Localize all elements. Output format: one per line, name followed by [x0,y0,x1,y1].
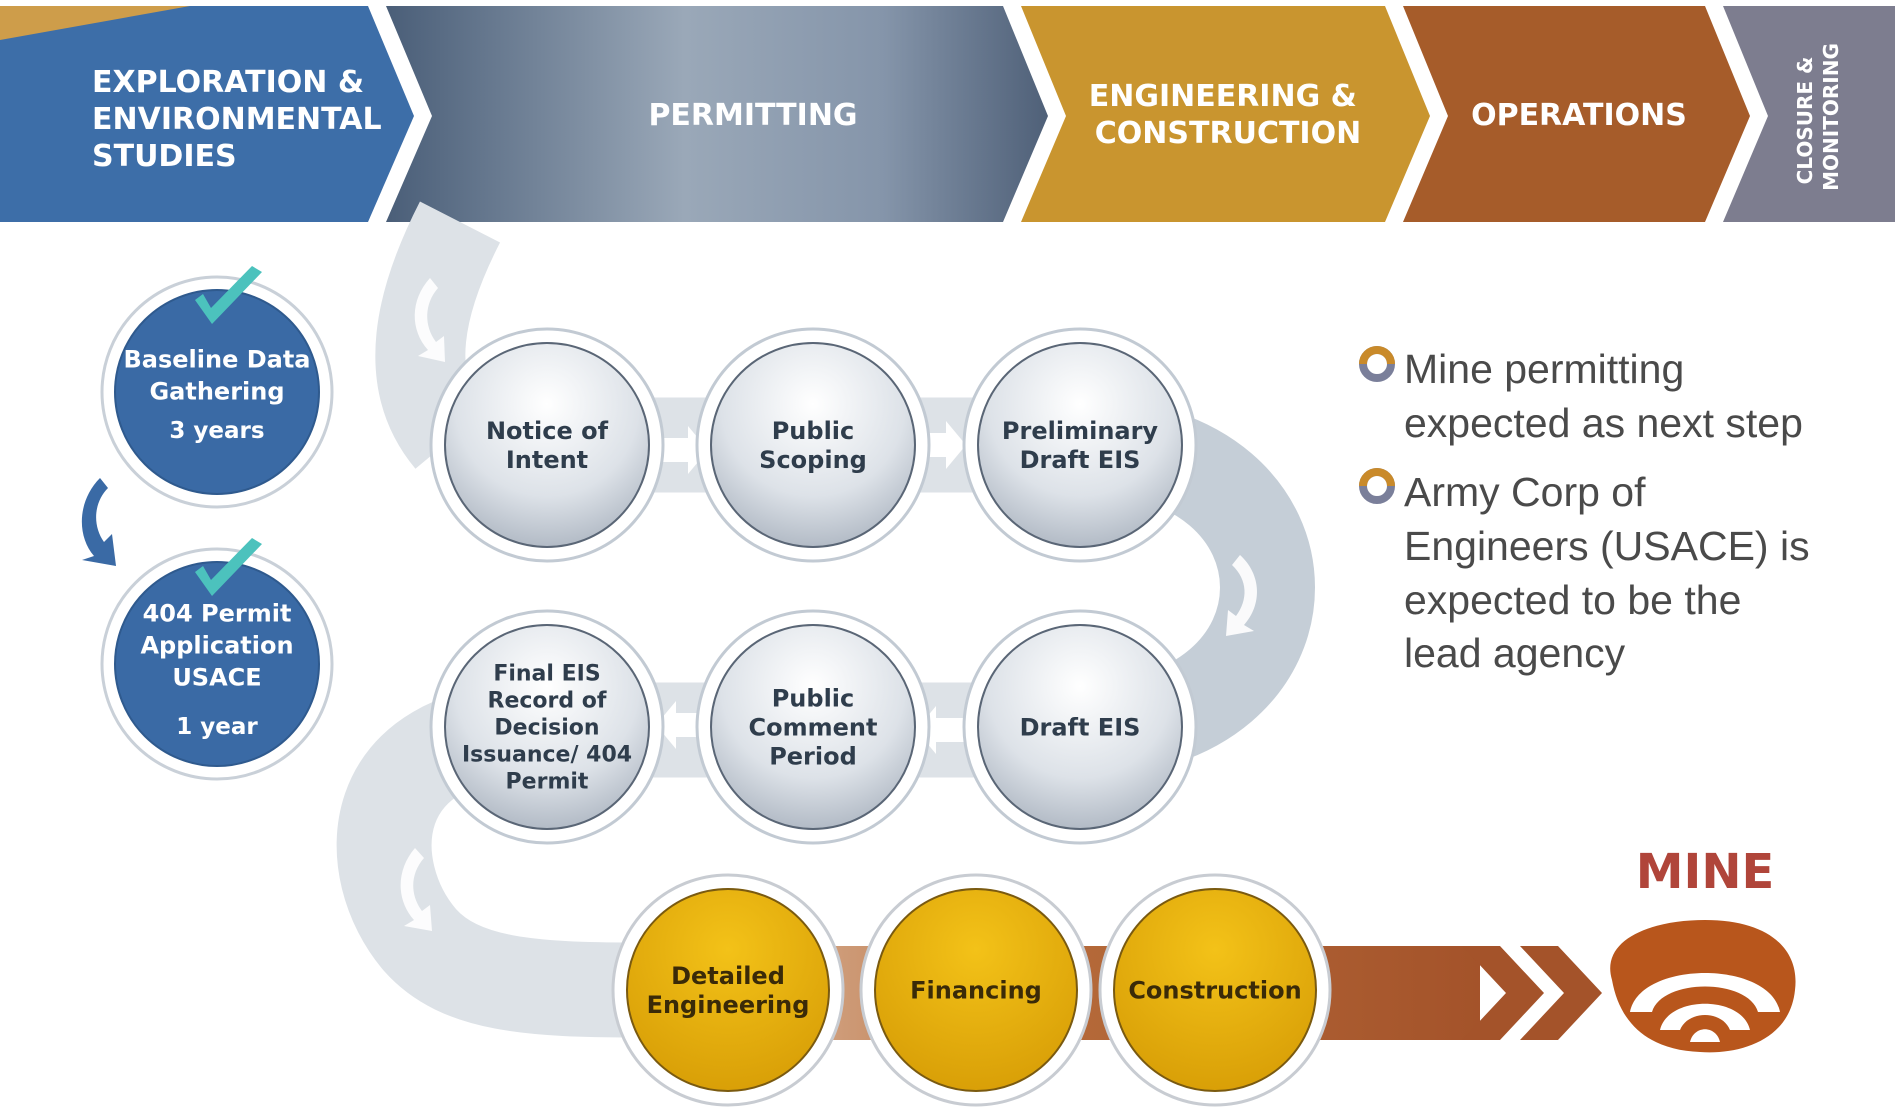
checkmark-icon [195,266,262,324]
duration-label: 1 year [176,714,258,740]
phase-closure-label: CLOSURE & MONITORING [1793,43,1843,191]
chevron-right-icon [1462,946,1544,1040]
chevron-right-icon [1520,946,1602,1040]
construction-step-label: Construction [1128,976,1301,1004]
phase-permitting-label: PERMITTING [648,98,857,133]
checkmark-icon [195,538,262,596]
mine-label: MINE [1636,844,1775,900]
ring-bullet-icon [1359,346,1395,382]
note-item: Army Corp of Engineers (USACE) is expect… [1359,468,1821,676]
arrow-left-icon [656,701,704,749]
arrow-right-icon [918,421,966,469]
duration-label: 3 years [169,418,264,444]
ring-bullet-icon [1359,468,1395,504]
phase-banner: EXPLORATION & ENVIRONMENTAL STUDIES PERM… [0,6,1895,222]
note-text: Army Corp of Engineers (USACE) is expect… [1404,469,1821,676]
phase-engineering [1021,6,1430,222]
phase-operations-label: OPERATIONS [1471,98,1687,133]
phase-engineering-label: ENGINEERING & CONSTRUCTION [1089,79,1368,151]
curved-arrow-icon [414,278,445,362]
construction-step: Construction [1098,873,1332,1107]
curved-arrow-icon [1226,555,1258,636]
phase-exploration [0,6,414,222]
phase-closure [1723,6,1895,222]
curved-arrow-icon [400,848,432,931]
phase-operations [1403,6,1750,222]
permitting-step: Draft EIS [962,609,1198,845]
mine-icon [1610,920,1796,1053]
phase-permitting [386,6,1048,222]
path-arrow-icons [400,278,1258,931]
construction-step: Financing [859,873,1093,1107]
note-item: Mine permitting expected as next step [1359,346,1803,446]
curved-arrow-icon [81,478,116,566]
permitting-step-label: Draft EIS [1020,713,1141,741]
chevron-arrows [1462,946,1602,1040]
phase-exploration-label: EXPLORATION & ENVIRONMENTAL STUDIES [92,65,392,174]
notes-list: Mine permitting expected as next step Ar… [1359,346,1821,676]
note-text: Mine permitting expected as next step [1404,346,1803,446]
construction-step-label: Financing [910,976,1042,1004]
